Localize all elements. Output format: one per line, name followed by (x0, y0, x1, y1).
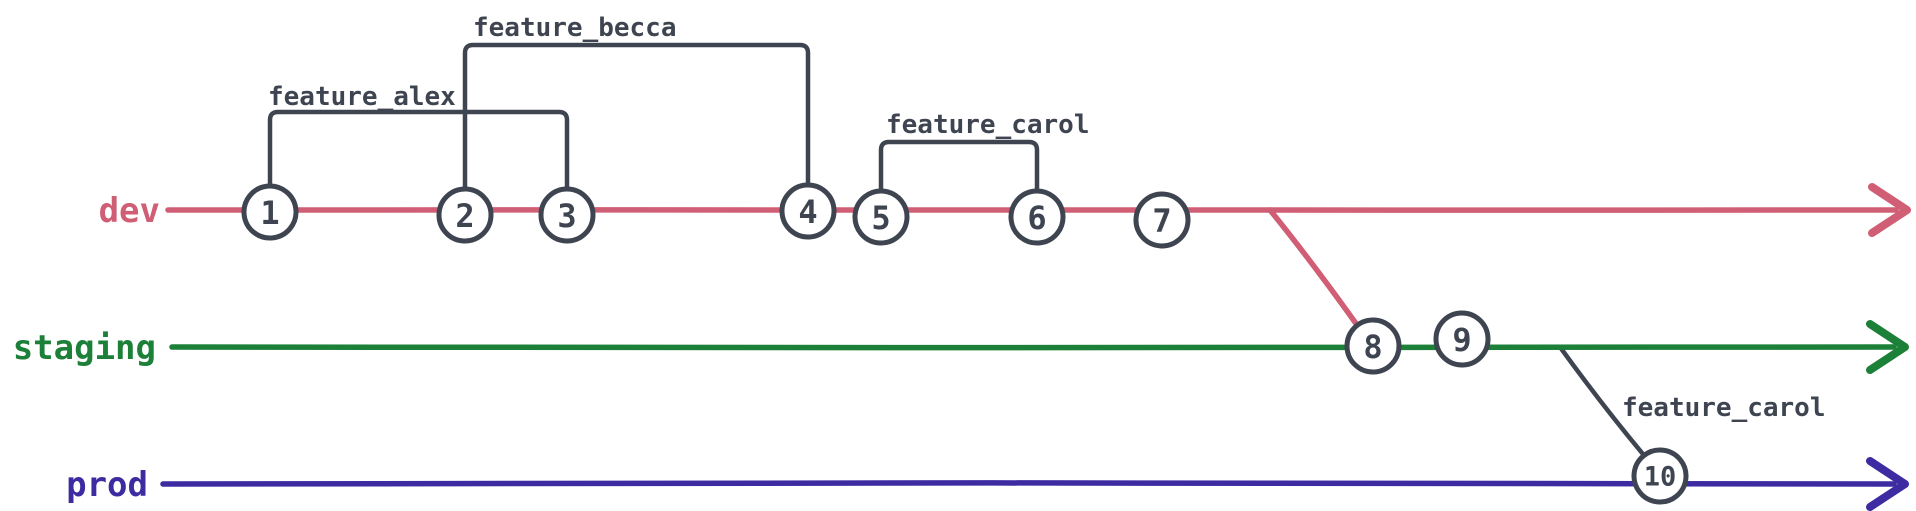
commit-number-2: 2 (455, 197, 474, 235)
commit-node-4 (779, 182, 837, 240)
commit-node-7 (1133, 191, 1191, 249)
commit-number-10: 10 (1644, 462, 1677, 493)
feature-bracket-feature_carol (878, 139, 1040, 197)
merge-lines-layer (1267, 207, 1646, 457)
commit-node-9 (1433, 310, 1491, 368)
commit-node-6 (1008, 188, 1066, 246)
commit-number-3: 3 (557, 197, 576, 235)
branch-label-dev: dev (99, 191, 160, 231)
arrow-right-icon-prod (1866, 457, 1909, 511)
labels-layer: feature_alexfeature_beccafeature_carolfe… (13, 13, 1826, 505)
commit-number-8: 8 (1363, 328, 1382, 366)
branch-label-staging: staging (13, 328, 156, 368)
commit-node-5 (852, 188, 910, 246)
commit-number-7: 7 (1152, 202, 1171, 240)
merge-line-dev-to-commit-8 (1267, 207, 1360, 328)
merge-branch-label: feature_carol (1622, 393, 1826, 423)
commit-number-6: 6 (1027, 199, 1046, 237)
commit-node-8 (1344, 317, 1402, 375)
branch-label-prod: prod (66, 465, 148, 505)
branch-line-staging (169, 344, 1897, 351)
merge-line-staging-to-commit-10 (1557, 344, 1646, 457)
commit-nodes-layer: 1 2 3 4 5 6 7 8 9 10 (241, 182, 1689, 505)
commit-number-1: 1 (260, 194, 279, 232)
feature-brackets-layer (267, 42, 1040, 197)
commit-node-3 (538, 186, 596, 244)
feature-branch-label: feature_becca (473, 13, 677, 43)
arrow-right-icon-dev (1868, 183, 1911, 237)
commit-number-9: 9 (1452, 321, 1471, 359)
commit-node-1 (241, 183, 299, 241)
commit-node-2 (436, 186, 494, 244)
commit-node-10 (1631, 447, 1689, 505)
arrow-right-icon-staging (1866, 320, 1909, 374)
feature-branch-label: feature_alex (268, 82, 456, 112)
feature-branch-label: feature_carol (886, 110, 1090, 140)
feature-bracket-feature_alex (267, 109, 570, 195)
commit-number-4: 4 (798, 193, 817, 231)
feature-bracket-feature_becca (462, 42, 811, 195)
commit-number-5: 5 (871, 199, 890, 237)
